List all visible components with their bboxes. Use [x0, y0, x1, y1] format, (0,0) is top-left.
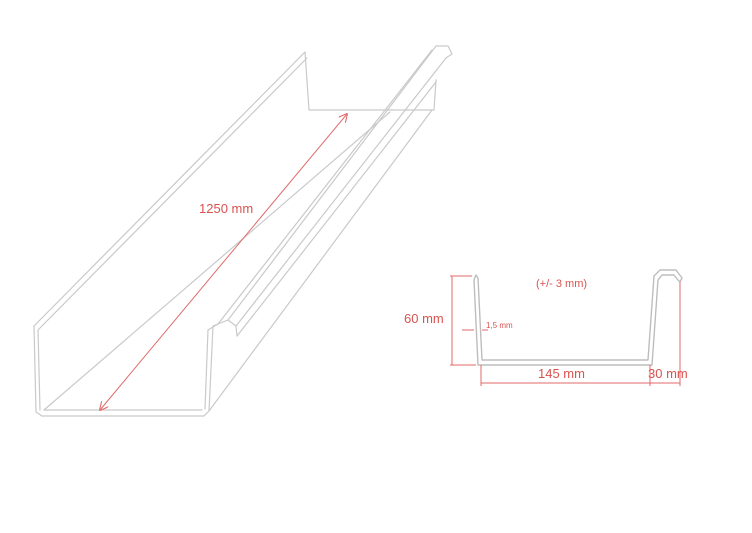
channel-right-wall-inner [217, 49, 433, 325]
cross-section-dimensions: 60 mm 1,5 mm 145 mm 30 mm (+/- 3 mm) [404, 275, 688, 386]
channel-right-front-edge [208, 319, 238, 412]
length-dimension: 1250 mm [100, 114, 347, 410]
channel-left-wall [33, 51, 389, 327]
flange-label: 30 mm [648, 366, 688, 381]
channel-left-wall-inner [37, 57, 308, 331]
height-label: 60 mm [404, 311, 444, 326]
channel-right-wall-mid [236, 81, 437, 337]
length-label: 1250 mm [199, 201, 253, 216]
channel-right-wall-back [387, 79, 437, 111]
channel-left-front-inner [37, 329, 41, 411]
channel-right-wall-face [208, 109, 433, 412]
channel-bottom-front-edge [41, 410, 210, 417]
tolerance-label: (+/- 3 mm) [536, 278, 587, 290]
channel-floor-line [43, 111, 391, 411]
channel-3d-view [33, 45, 453, 417]
width-label: 145 mm [538, 366, 585, 381]
thickness-label: 1,5 mm [486, 321, 513, 330]
length-dimension-line [100, 114, 347, 410]
channel-right-wall-top [227, 45, 453, 321]
channel-left-front-edge [33, 325, 43, 417]
